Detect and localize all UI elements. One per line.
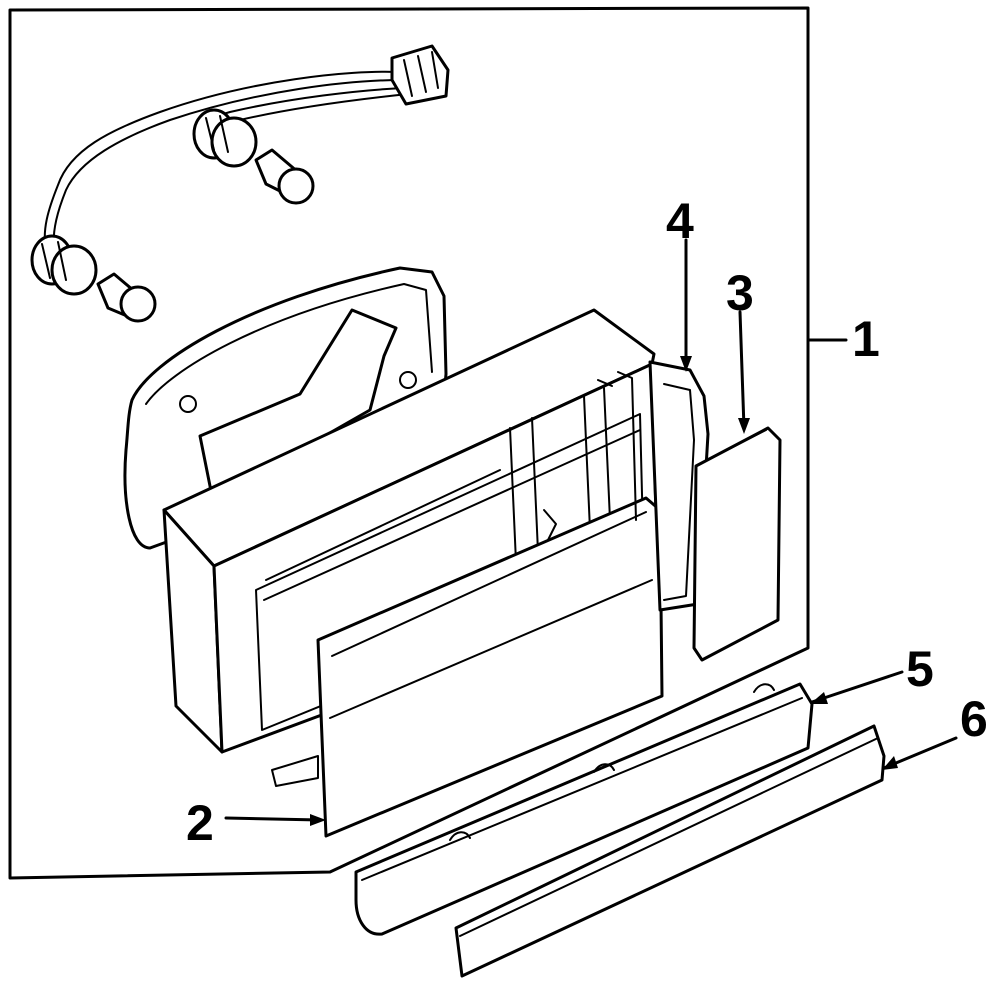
lamp-housing-base (123, 266, 448, 550)
harness-connector (390, 44, 450, 106)
bulb-socket-lower (30, 234, 98, 296)
lens-3 (692, 426, 782, 662)
leader-lines (224, 238, 958, 826)
callout-5: 5 (906, 641, 934, 697)
bezel-4 (597, 360, 710, 612)
callout-1: 1 (852, 311, 880, 367)
callout-2: 2 (186, 795, 214, 851)
arrowhead-4 (680, 356, 692, 372)
arrowhead-2 (310, 814, 326, 826)
bulb-lower (96, 272, 157, 323)
wiring-harness (43, 44, 450, 251)
arrowhead-5 (810, 692, 828, 704)
molding-5 (354, 682, 814, 936)
arrowhead-6 (882, 756, 898, 770)
lens-2 (316, 496, 664, 838)
assembly-boundary (8, 6, 810, 880)
bulb-upper (254, 148, 315, 205)
callout-6: 6 (960, 691, 988, 747)
arrowhead-3 (738, 418, 750, 434)
callout-4: 4 (666, 193, 694, 249)
callout-3: 3 (726, 265, 754, 321)
bulb-socket-upper (192, 108, 258, 168)
